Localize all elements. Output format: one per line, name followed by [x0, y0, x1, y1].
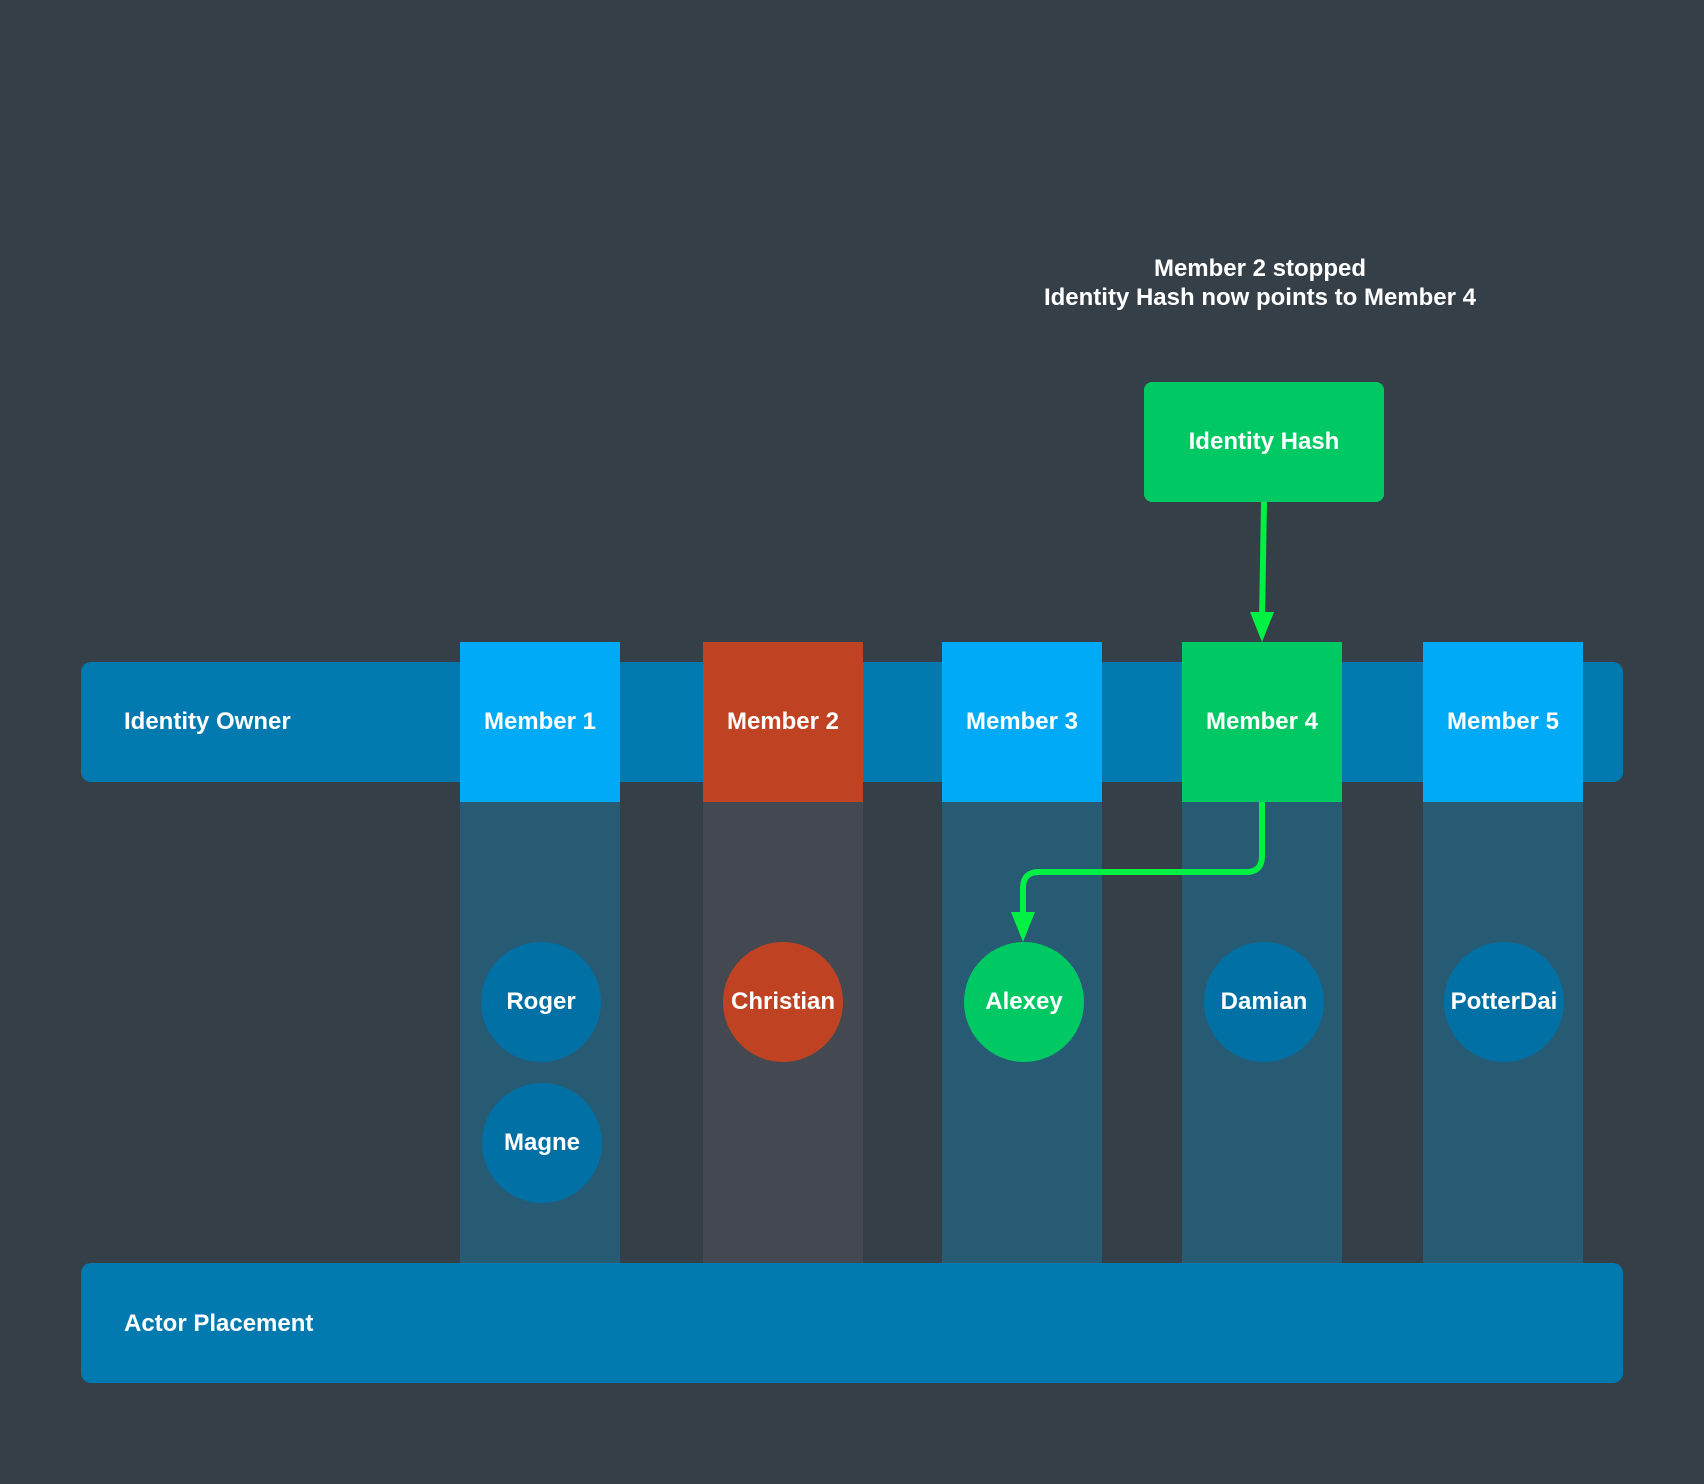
hash-to-member-4-arrowhead — [1250, 612, 1274, 642]
hash-to-member-4-arrow — [1259, 501, 1267, 621]
actor-alexey: Alexey — [964, 942, 1084, 1062]
actor-placement-band — [81, 1263, 1623, 1383]
failover-note: Member 2 stopped Identity Hash now point… — [1043, 255, 1477, 311]
member-4-to-alexey-arrowhead — [1011, 912, 1035, 942]
actor-magne: Magne — [482, 1083, 602, 1203]
member-3-box: Member 3 — [942, 642, 1102, 802]
actor-roger: Roger — [481, 942, 601, 1062]
member-5-box: Member 5 — [1423, 642, 1583, 802]
member-4-to-alexey-arrow — [1020, 802, 1265, 920]
actor-damian: Damian — [1204, 942, 1324, 1062]
member-2-box: Member 2 — [703, 642, 863, 802]
member-4-box: Member 4 — [1182, 642, 1342, 802]
actor-potterdai: PotterDai — [1444, 942, 1564, 1062]
actor-christian: Christian — [723, 942, 843, 1062]
identity-hash-box: Identity Hash — [1144, 382, 1384, 502]
identity-owner-label: Identity Owner — [124, 708, 291, 735]
actor-placement-label: Actor Placement — [124, 1310, 314, 1337]
member-1-box: Member 1 — [460, 642, 620, 802]
